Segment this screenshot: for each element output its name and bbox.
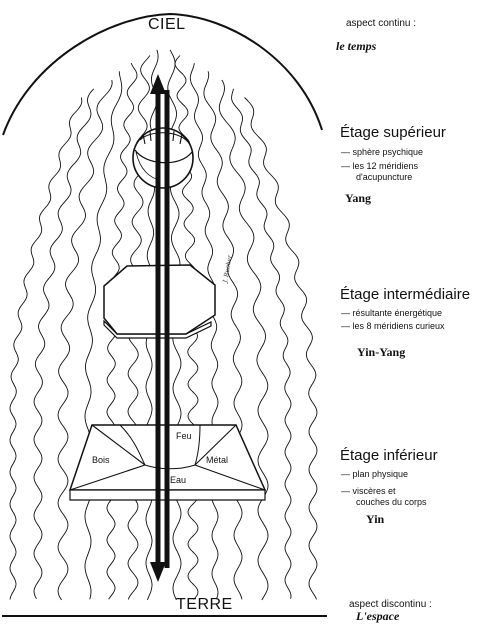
lower-stage-item: — plan physique (341, 469, 409, 479)
aspect-discontinuous-heading: aspect discontinu : (349, 599, 432, 610)
lower-stage-principle: Yin (366, 512, 385, 526)
sky-arc (2, 12, 323, 136)
central-axis-arrows (150, 74, 170, 582)
upper-stage-item: d'acupuncture (356, 172, 413, 182)
intermediate-stage-title: Étage intermédiaire (340, 286, 471, 303)
element-label-wood: Bois (92, 455, 110, 465)
intermediate-stage-item: — les 8 méridiens curieux (341, 321, 445, 331)
lower-stage-item: — viscères et (341, 486, 396, 496)
energy-flow-line (218, 79, 269, 601)
energy-flow-line (84, 71, 123, 600)
element-label-metal: Métal (206, 455, 229, 465)
element-label-fire: Feu (176, 431, 192, 441)
energy-flow-line (57, 79, 113, 601)
upper-stage-sphere (132, 127, 194, 189)
energy-flow-line (33, 88, 95, 600)
energy-flow-line (231, 88, 292, 599)
upper-stage-item: — les 12 méridiens (341, 161, 419, 171)
energy-flow-line (244, 97, 318, 600)
aspect-discontinuous-value: L'espace (356, 609, 400, 623)
lower-stage-item: couches du corps (356, 497, 427, 507)
intermediate-stage-item: — résultante énergétique (341, 308, 443, 318)
up-arrowhead (150, 74, 166, 94)
upper-stage-title: Étage supérieur (340, 124, 446, 141)
energy-flow-line (189, 63, 219, 600)
down-arrowhead (150, 562, 166, 582)
aspect-continuous-heading: aspect continu : (346, 18, 417, 29)
energy-flow-line (203, 71, 243, 600)
upper-stage-principle: Yang (345, 191, 372, 205)
earth-label: TERRE (176, 596, 233, 613)
aspect-continuous-value: le temps (336, 39, 377, 53)
intermediate-stage-principle: Yin-Yang (357, 345, 406, 359)
element-label-water: Eau (170, 475, 187, 485)
sky-label: CIEL (148, 16, 186, 33)
upper-stage-item: — sphère psychique (341, 147, 424, 157)
energy-flow-line (9, 97, 83, 600)
lower-stage-title: Étage inférieur (340, 447, 438, 464)
